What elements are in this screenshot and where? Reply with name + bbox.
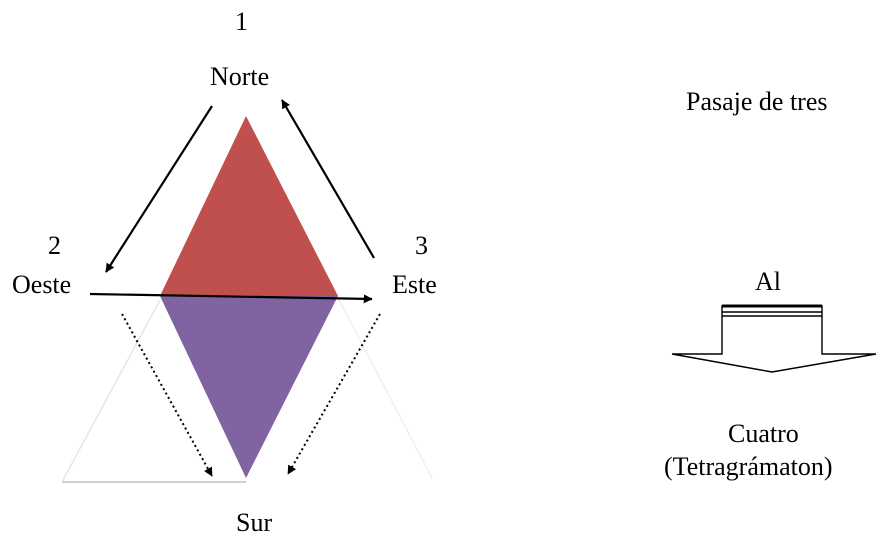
label-norte: Norte [210, 62, 270, 91]
legend-result-line1: Cuatro [728, 419, 799, 448]
upper-triangle [160, 116, 338, 296]
label-number-1: 1 [235, 7, 248, 36]
arrow-norte-to-oeste [105, 105, 213, 273]
down-block-arrow-icon [671, 304, 877, 373]
arrow-este-to-norte [281, 99, 375, 259]
legend-result-line2: (Tetragrámaton) [664, 452, 833, 481]
label-este: Este [392, 270, 437, 299]
label-oeste: Oeste [12, 270, 72, 299]
legend-connector: Al [755, 267, 781, 296]
faint-triangle-outline [61, 297, 433, 483]
legend-title: Pasaje de tres [686, 87, 828, 116]
label-number-3: 3 [415, 231, 428, 260]
lower-triangle [160, 296, 338, 478]
dotted-arrow-oeste-to-sur [121, 313, 213, 477]
dotted-arrow-este-to-sur [287, 313, 381, 475]
label-number-2: 2 [48, 231, 61, 260]
arrow-oeste-to-este [89, 292, 373, 304]
label-sur: Sur [236, 508, 273, 537]
